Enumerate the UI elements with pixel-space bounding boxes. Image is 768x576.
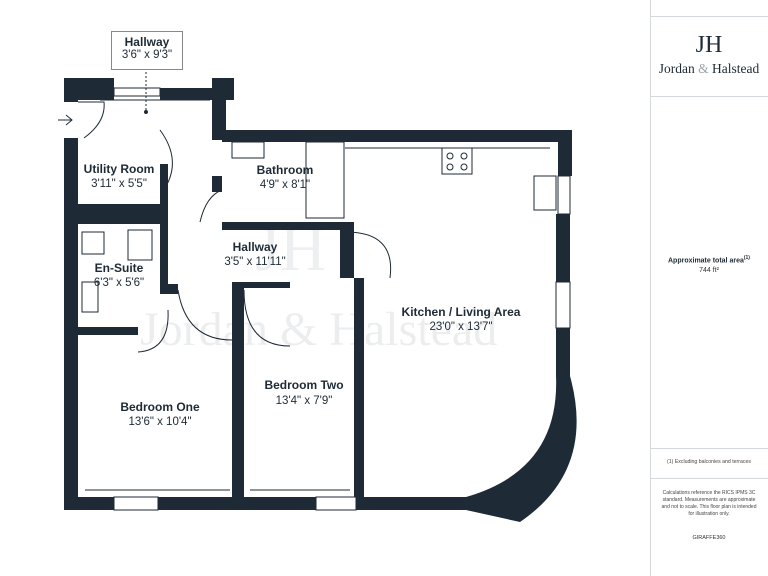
wall [556, 328, 570, 376]
wall [158, 497, 238, 510]
shower [81, 281, 99, 313]
door-swing [159, 129, 173, 189]
room-dims-utility: 3'11" x 5'5" [91, 178, 147, 190]
wall [236, 497, 316, 510]
area-value: 744 ft² [699, 267, 719, 274]
wall [160, 224, 168, 284]
watermark-text: Jordan & Halstead [140, 303, 498, 356]
room-name-ensuite: En-Suite [94, 261, 144, 275]
watermark-mark: JH [255, 213, 327, 284]
window [113, 496, 159, 511]
door-swing [78, 101, 105, 139]
bath [305, 141, 345, 219]
wall [244, 282, 290, 288]
ensuite-basin [81, 231, 105, 255]
room-name-bedroom-two: Bedroom Two [264, 378, 344, 392]
disclaimer-note: Calculations reference the RICS IPMS 3C … [661, 490, 757, 517]
brand-logo-mark: JH [695, 32, 723, 58]
window [113, 87, 161, 97]
exclusion-note: (1) Excluding balconies and terraces [667, 459, 751, 465]
room-dims-bathroom: 4'9" x 8'1" [259, 179, 311, 191]
hallway-pointer-dot [144, 110, 148, 114]
window [555, 281, 571, 329]
window [557, 175, 571, 215]
room-name-kitchen: Kitchen / Living Area [401, 305, 521, 319]
room-name-hallway: Hallway [232, 240, 278, 254]
wall [78, 204, 160, 224]
divider [650, 96, 768, 97]
wall [64, 78, 114, 100]
brand-logo-text: Jordan & Halstead [658, 61, 760, 76]
divider [650, 16, 768, 17]
room-dims-bedroom-two: 13'4" x 7'9" [275, 395, 333, 407]
hob [441, 147, 473, 175]
wall [212, 176, 222, 192]
room-dims: 3'6" x 9'3" [121, 49, 173, 61]
sink [533, 175, 557, 211]
window [315, 496, 357, 511]
room-dims-kitchen: 23'0" x 13'7" [429, 321, 493, 333]
door-swing [199, 189, 223, 223]
wall [356, 497, 466, 510]
wall [558, 130, 572, 176]
door-swing [177, 289, 233, 341]
room-name-bedroom-one: Bedroom One [120, 400, 200, 414]
wall [354, 278, 364, 504]
room-name: Hallway [124, 35, 170, 49]
wall [222, 222, 354, 230]
wall [78, 327, 138, 335]
hallway-callout: Hallway 3'6" x 9'3" [111, 31, 183, 70]
wall [64, 497, 114, 510]
divider [650, 478, 768, 479]
floor-plan [58, 68, 577, 522]
wall [160, 88, 220, 100]
door-swing [243, 289, 291, 347]
credit: GIRAFFE360 [692, 535, 726, 541]
bay-wall [466, 376, 577, 522]
room-name-utility: Utility Room [83, 162, 155, 176]
wall [64, 138, 78, 510]
wall [340, 222, 354, 278]
wall [212, 78, 226, 140]
room-dims-hallway: 3'5" x 11'11" [224, 256, 286, 268]
wall [160, 284, 178, 294]
divider [650, 448, 768, 449]
door-swing [137, 309, 169, 353]
room-dims-bedroom-one: 13'6" x 10'4" [128, 416, 192, 428]
ensuite-toilet [127, 229, 153, 261]
room-name-bathroom: Bathroom [256, 163, 314, 177]
wall [232, 282, 244, 502]
wall [160, 164, 168, 224]
wall [222, 130, 572, 142]
wall [556, 214, 570, 282]
info-panel [650, 0, 768, 576]
area-label: Approximate total area(1) [668, 255, 750, 265]
bathroom-basin [231, 141, 265, 159]
room-dims-ensuite: 6'3" x 5'6" [93, 277, 145, 289]
entry-arrow [58, 114, 73, 126]
door-swing [345, 231, 392, 279]
